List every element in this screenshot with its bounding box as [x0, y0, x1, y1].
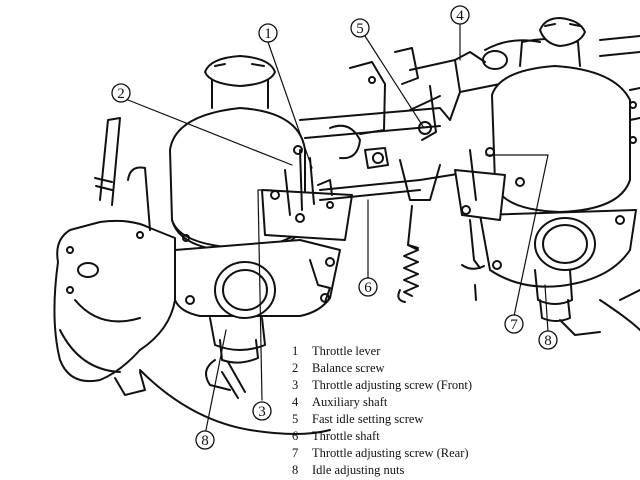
legend-item: 1 Throttle lever — [292, 343, 472, 360]
rear-carburetor — [454, 17, 640, 336]
legend-item: 5 Fast idle setting screw — [292, 411, 472, 428]
legend-item: 3 Throttle adjusting screw (Front) — [292, 377, 472, 394]
legend-item: 6 Throttle shaft — [292, 428, 472, 445]
legend-item-text: Idle adjusting nuts — [312, 463, 405, 477]
callout-8-left-label: 8 — [201, 433, 209, 449]
legend-item-number: 1 — [292, 344, 299, 358]
legend-item-text: Throttle adjusting screw (Front) — [312, 378, 473, 392]
callout-3: 3 — [252, 401, 272, 421]
callout-1: 1 — [258, 23, 278, 43]
leader-lines — [127, 23, 549, 431]
legend-item-number: 4 — [292, 395, 299, 409]
callout-3-label: 3 — [258, 404, 266, 420]
legend-item-number: 6 — [292, 429, 299, 443]
callout-1-label: 1 — [264, 26, 272, 42]
legend-item-text: Balance screw — [312, 361, 385, 375]
legend-item-number: 2 — [292, 361, 299, 375]
legend-item-number: 3 — [292, 378, 299, 392]
callout-5: 5 — [350, 18, 370, 38]
callout-4: 4 — [450, 5, 470, 25]
legend-item: 7 Throttle adjusting screw (Rear) — [292, 445, 472, 462]
fuel-pump-housing — [53, 117, 331, 435]
legend-item-number: 7 — [292, 446, 299, 460]
callout-7: 7 — [504, 314, 524, 334]
legend-item: 4 Auxiliary shaft — [292, 394, 472, 411]
legend-item: 8 Idle adjusting nuts — [292, 462, 472, 479]
callout-6: 6 — [358, 277, 378, 297]
legend-item-number: 8 — [292, 463, 299, 477]
callout-5-label: 5 — [356, 21, 364, 37]
callout-7-label: 7 — [510, 317, 518, 333]
callout-8-left: 8 — [195, 430, 215, 450]
legend-item-text: Throttle lever — [312, 344, 381, 358]
callout-8-right-label: 8 — [544, 333, 552, 349]
throttle-shaft — [319, 159, 471, 303]
legend-item-number: 5 — [292, 412, 299, 426]
callout-6-label: 6 — [364, 280, 372, 296]
callout-2: 2 — [111, 83, 131, 103]
legend-item-text: Throttle shaft — [312, 429, 380, 443]
callout-8-right: 8 — [538, 330, 558, 350]
callout-4-label: 4 — [456, 8, 464, 24]
legend-item: 2 Balance screw — [292, 360, 472, 377]
callout-2-label: 2 — [117, 86, 125, 102]
legend-item-text: Auxiliary shaft — [312, 395, 388, 409]
legend-item-text: Throttle adjusting screw (Rear) — [312, 446, 469, 460]
legend-item-text: Fast idle setting screw — [312, 412, 424, 426]
